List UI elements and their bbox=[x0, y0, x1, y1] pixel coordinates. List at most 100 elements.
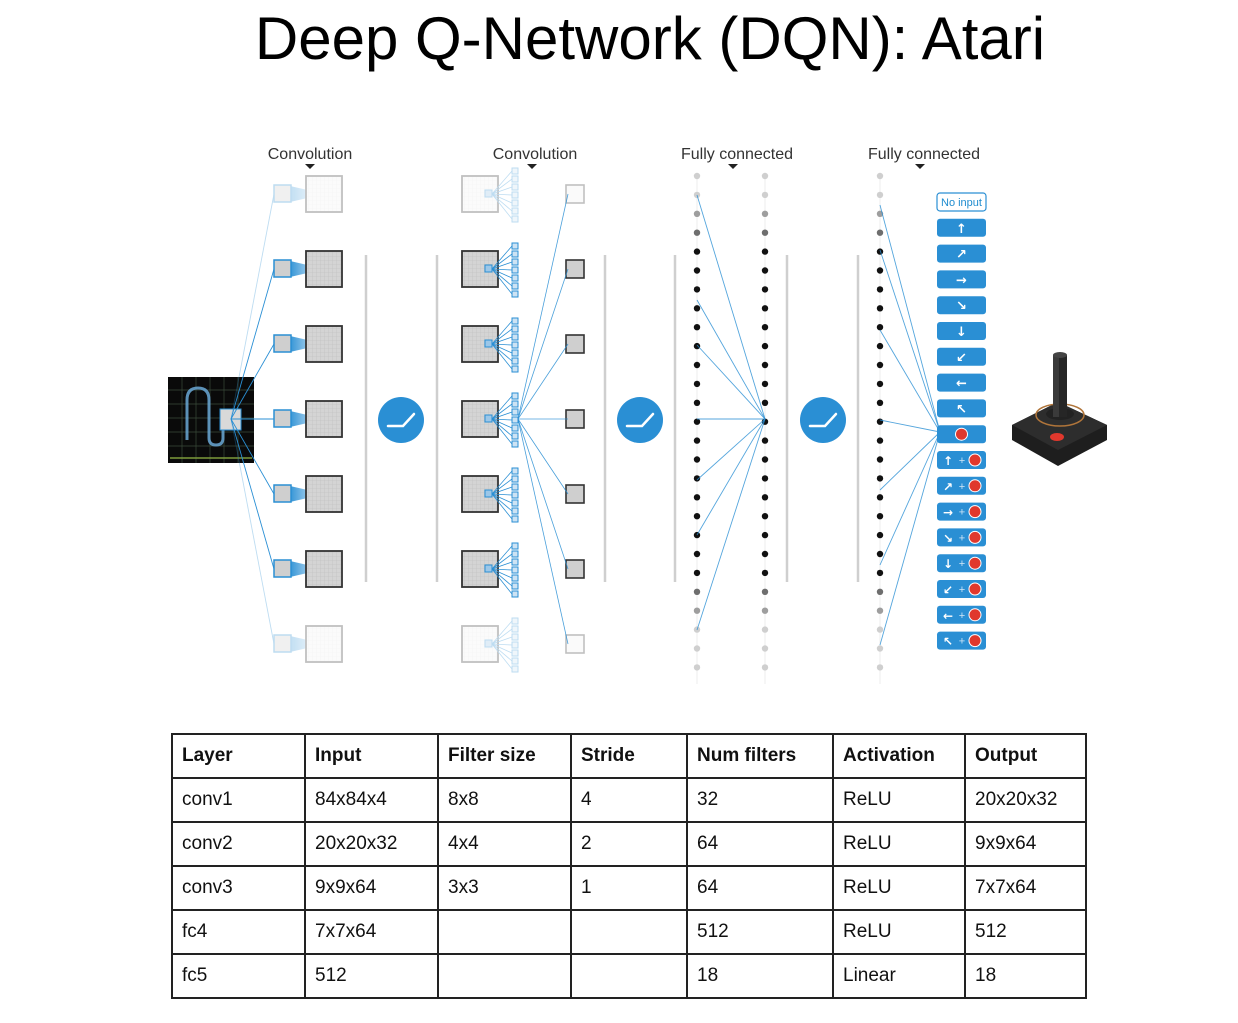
action-output-12: →+ bbox=[937, 502, 986, 521]
neuron-dot bbox=[876, 172, 884, 180]
stage-label-fc1: Fully connected bbox=[681, 146, 793, 163]
action-output-10: ↑+ bbox=[937, 451, 986, 469]
neuron-dot bbox=[693, 399, 701, 406]
connection-line bbox=[879, 249, 941, 433]
cell-layer: conv2 bbox=[171, 821, 306, 867]
conv2-output-unit bbox=[565, 484, 585, 504]
direction-arrow-icon: → bbox=[956, 273, 967, 288]
action-output-15: ↙+ bbox=[937, 580, 986, 598]
fire-button-icon bbox=[968, 505, 982, 519]
conv1-stage bbox=[230, 175, 343, 663]
cell-layer: conv1 bbox=[171, 777, 306, 823]
conv2-feature-map bbox=[461, 317, 585, 373]
fire-button-icon bbox=[968, 634, 982, 648]
connection-line bbox=[517, 193, 569, 420]
cell-filter-size: 4x4 bbox=[437, 821, 572, 867]
direction-arrow-icon: ↑ bbox=[943, 454, 953, 468]
neuron-dot bbox=[693, 324, 701, 331]
neuron-dot bbox=[693, 267, 701, 274]
cell-input: 9x9x64 bbox=[304, 865, 439, 911]
neuron-dot bbox=[876, 248, 884, 255]
cell-filter-size: 3x3 bbox=[437, 865, 572, 911]
conv2-feature-map bbox=[461, 467, 585, 523]
cell-activation: ReLU bbox=[832, 909, 966, 955]
connection-line bbox=[517, 418, 569, 570]
neuron-dot bbox=[876, 513, 884, 520]
neuron-dot bbox=[876, 342, 884, 350]
neuron-dot bbox=[876, 550, 884, 558]
neuron-dot bbox=[876, 531, 884, 539]
cell-layer: conv3 bbox=[171, 865, 306, 911]
connection-line bbox=[879, 419, 941, 433]
neuron-dot bbox=[761, 380, 769, 388]
neuron-dot bbox=[693, 607, 701, 614]
fire-button-icon bbox=[955, 427, 968, 441]
connection-line bbox=[879, 431, 941, 566]
action-output-1: ↑ bbox=[937, 218, 986, 237]
stage-label-conv1: Convolution bbox=[268, 146, 353, 163]
connection-line bbox=[879, 329, 941, 433]
neuron-dot bbox=[693, 456, 701, 463]
action-output-17: ↖+ bbox=[937, 631, 986, 650]
neuron-dot bbox=[876, 607, 884, 614]
stage-marker-icon bbox=[305, 164, 315, 169]
connection-line bbox=[879, 431, 941, 491]
header-layer: Layer bbox=[171, 733, 306, 779]
cell-filter-size: 8x8 bbox=[437, 777, 572, 823]
neuron-dot bbox=[761, 267, 769, 274]
conv1-feature-map bbox=[230, 418, 343, 513]
direction-arrow-icon: → bbox=[943, 506, 953, 520]
direction-arrow-icon: ↘ bbox=[943, 531, 953, 545]
neuron-dot bbox=[876, 380, 884, 388]
neuron-dot bbox=[761, 229, 769, 236]
conv2-feature-map bbox=[461, 542, 585, 598]
action-output-11: ↗+ bbox=[937, 476, 986, 495]
connection-line bbox=[696, 418, 766, 536]
connection-line bbox=[517, 343, 569, 420]
dqn-architecture-diagram: Convolution Convolution Fully connected … bbox=[168, 146, 1107, 684]
fire-button-icon bbox=[968, 556, 982, 570]
neuron-dot bbox=[876, 437, 884, 444]
direction-arrow-icon: ↖ bbox=[956, 402, 967, 417]
neuron-dot bbox=[693, 229, 701, 236]
neuron-dot bbox=[693, 569, 701, 577]
plus-sign: + bbox=[959, 507, 965, 519]
neuron-dot bbox=[693, 494, 701, 501]
direction-arrow-icon: ↓ bbox=[956, 325, 967, 340]
stage-marker-icon bbox=[527, 164, 537, 169]
connection-line bbox=[696, 194, 766, 420]
cell-stride: 1 bbox=[570, 865, 688, 911]
connection-line bbox=[879, 204, 941, 433]
header-filter-size: Filter size bbox=[437, 733, 572, 779]
fc-neuron-column bbox=[693, 172, 701, 684]
cell-filter-size bbox=[437, 909, 572, 955]
direction-arrow-icon: ↙ bbox=[956, 351, 967, 366]
direction-arrow-icon: ← bbox=[943, 609, 953, 623]
cell-input: 20x20x32 bbox=[304, 821, 439, 867]
direction-arrow-icon: ↑ bbox=[956, 222, 967, 237]
neuron-dot bbox=[761, 305, 769, 312]
neuron-dot bbox=[876, 399, 884, 406]
fc-neuron-column bbox=[761, 172, 769, 684]
neuron-dot bbox=[693, 191, 701, 199]
conv2-feature-map bbox=[461, 242, 585, 298]
cell-output: 512 bbox=[964, 909, 1087, 955]
direction-arrow-icon: ← bbox=[956, 377, 967, 392]
neuron-dot bbox=[876, 494, 884, 501]
direction-arrow-icon: ↘ bbox=[956, 299, 967, 314]
action-output-5: ↓ bbox=[937, 322, 986, 340]
cell-stride bbox=[570, 953, 688, 999]
neuron-dot bbox=[761, 210, 769, 217]
neuron-dot bbox=[693, 286, 701, 293]
neuron-dot bbox=[876, 267, 884, 274]
header-input: Input bbox=[304, 733, 439, 779]
neuron-dot bbox=[761, 437, 769, 444]
neuron-dot bbox=[876, 645, 884, 652]
cell-input: 7x7x64 bbox=[304, 909, 439, 955]
neuron-dot bbox=[761, 607, 769, 614]
action-output-3: → bbox=[937, 270, 986, 289]
neuron-dot bbox=[876, 361, 884, 369]
header-output: Output bbox=[964, 733, 1087, 779]
conv2-output-unit bbox=[565, 184, 585, 204]
